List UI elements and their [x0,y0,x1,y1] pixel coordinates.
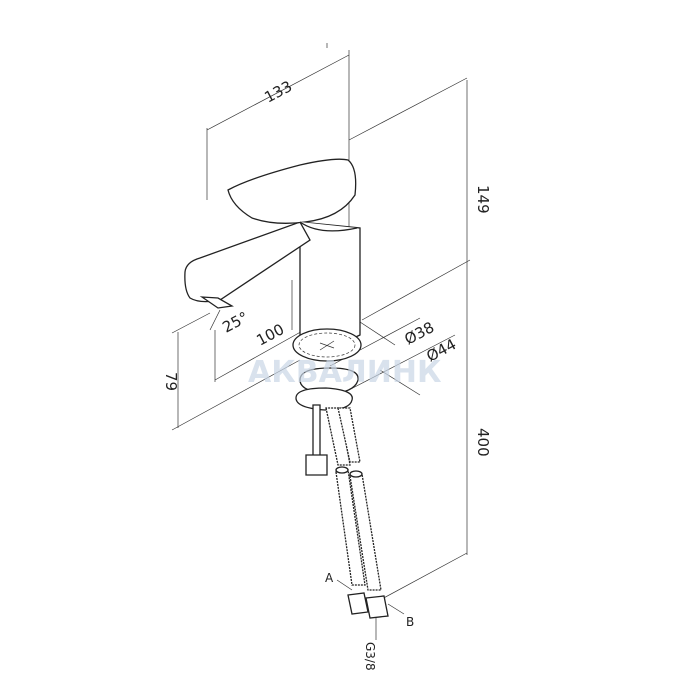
dim-100: 100 [253,320,287,349]
faucet-body [184,158,361,346]
dim-dia-38: Ø38 [401,318,437,348]
dim-133: 133 [261,77,295,106]
label-thread: G3/8 [363,642,377,671]
dim-angle-25: 25° [219,308,251,336]
dim-149: 149 [474,185,492,214]
label-b: B [406,615,414,629]
dim-79: 79 [162,372,180,391]
watermark: АКВАЛИНК [248,355,442,390]
dim-400: 400 [474,428,492,457]
mounting-base [292,328,362,411]
hoses [305,404,389,640]
label-a: A [325,571,334,585]
